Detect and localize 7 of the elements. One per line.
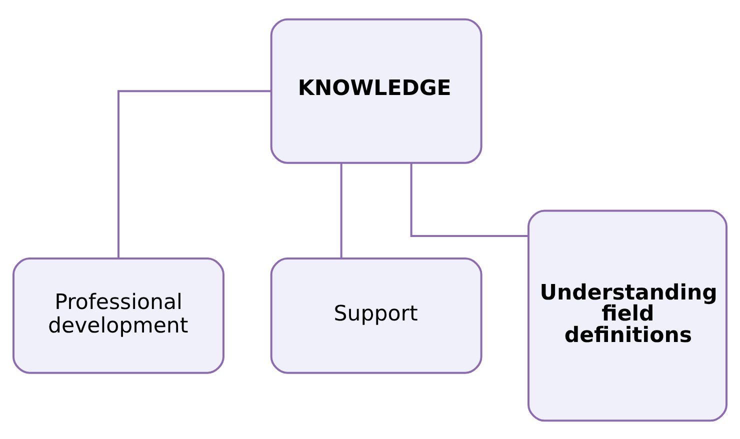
- node-box: Support: [270, 257, 482, 374]
- connector: [340, 162, 342, 258]
- node-box: Professional development: [12, 257, 224, 374]
- connector: [117, 90, 272, 258]
- node-box: Understanding field definitions: [527, 209, 728, 422]
- node-box: KNOWLEDGE: [270, 18, 482, 164]
- connector: [410, 162, 528, 236]
